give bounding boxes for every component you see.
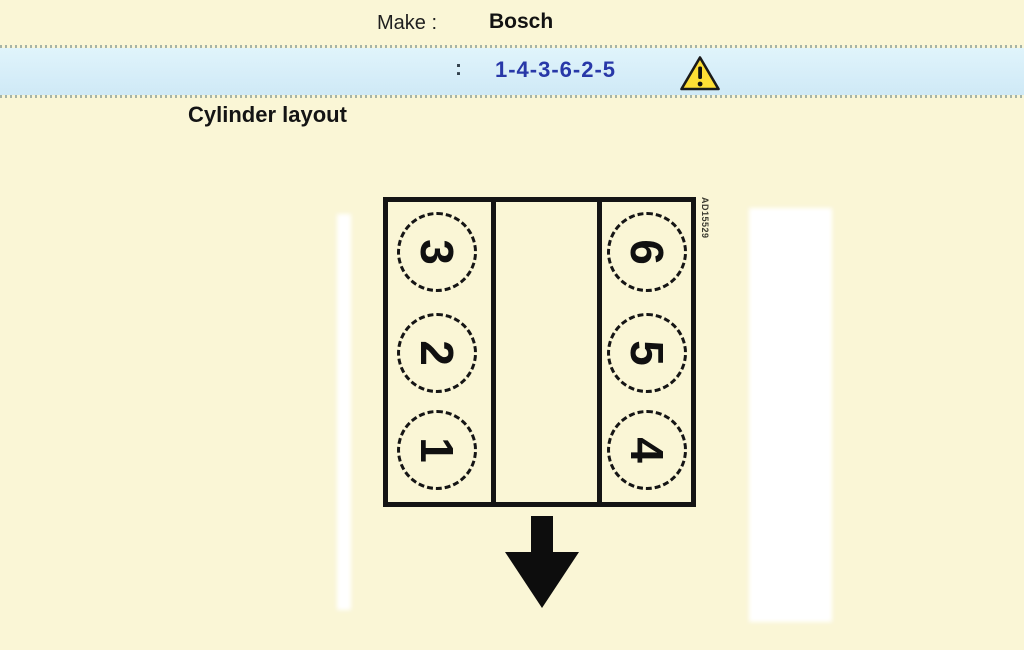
make-value: Bosch bbox=[489, 10, 554, 33]
down-arrow-icon bbox=[505, 516, 579, 608]
cylinder-5-number: 5 bbox=[621, 340, 673, 366]
diagram-reference-code: AD15529 bbox=[700, 197, 710, 239]
cylinder-3: 3 bbox=[397, 212, 477, 292]
cylinder-6-number: 6 bbox=[621, 239, 673, 265]
cylinder-2-number: 2 bbox=[411, 340, 463, 366]
section-title: Cylinder layout bbox=[188, 102, 347, 127]
cylinder-6: 6 bbox=[607, 212, 687, 292]
engine-block-diagram: 3 2 1 6 5 4 bbox=[383, 197, 696, 507]
cylinder-5: 5 bbox=[607, 313, 687, 393]
left-white-strip bbox=[337, 214, 351, 610]
cylinder-3-number: 3 bbox=[411, 239, 463, 265]
dotted-separator-bottom bbox=[0, 95, 1024, 98]
engine-divider-right bbox=[597, 202, 602, 502]
dotted-separator-top bbox=[0, 45, 1024, 48]
firing-order-value: 1-4-3-6-2-5 bbox=[495, 57, 617, 82]
cylinder-1-number: 1 bbox=[411, 437, 463, 463]
right-white-strip bbox=[749, 208, 832, 622]
make-label: Make : bbox=[377, 12, 438, 34]
cylinder-4: 4 bbox=[607, 410, 687, 490]
firing-order-row[interactable] bbox=[0, 48, 1024, 95]
cylinder-1: 1 bbox=[397, 410, 477, 490]
cylinder-2: 2 bbox=[397, 313, 477, 393]
engine-divider-left bbox=[491, 202, 496, 502]
cylinder-4-number: 4 bbox=[621, 437, 673, 463]
firing-order-colon: : bbox=[455, 57, 462, 80]
warning-triangle-icon[interactable] bbox=[679, 55, 721, 92]
